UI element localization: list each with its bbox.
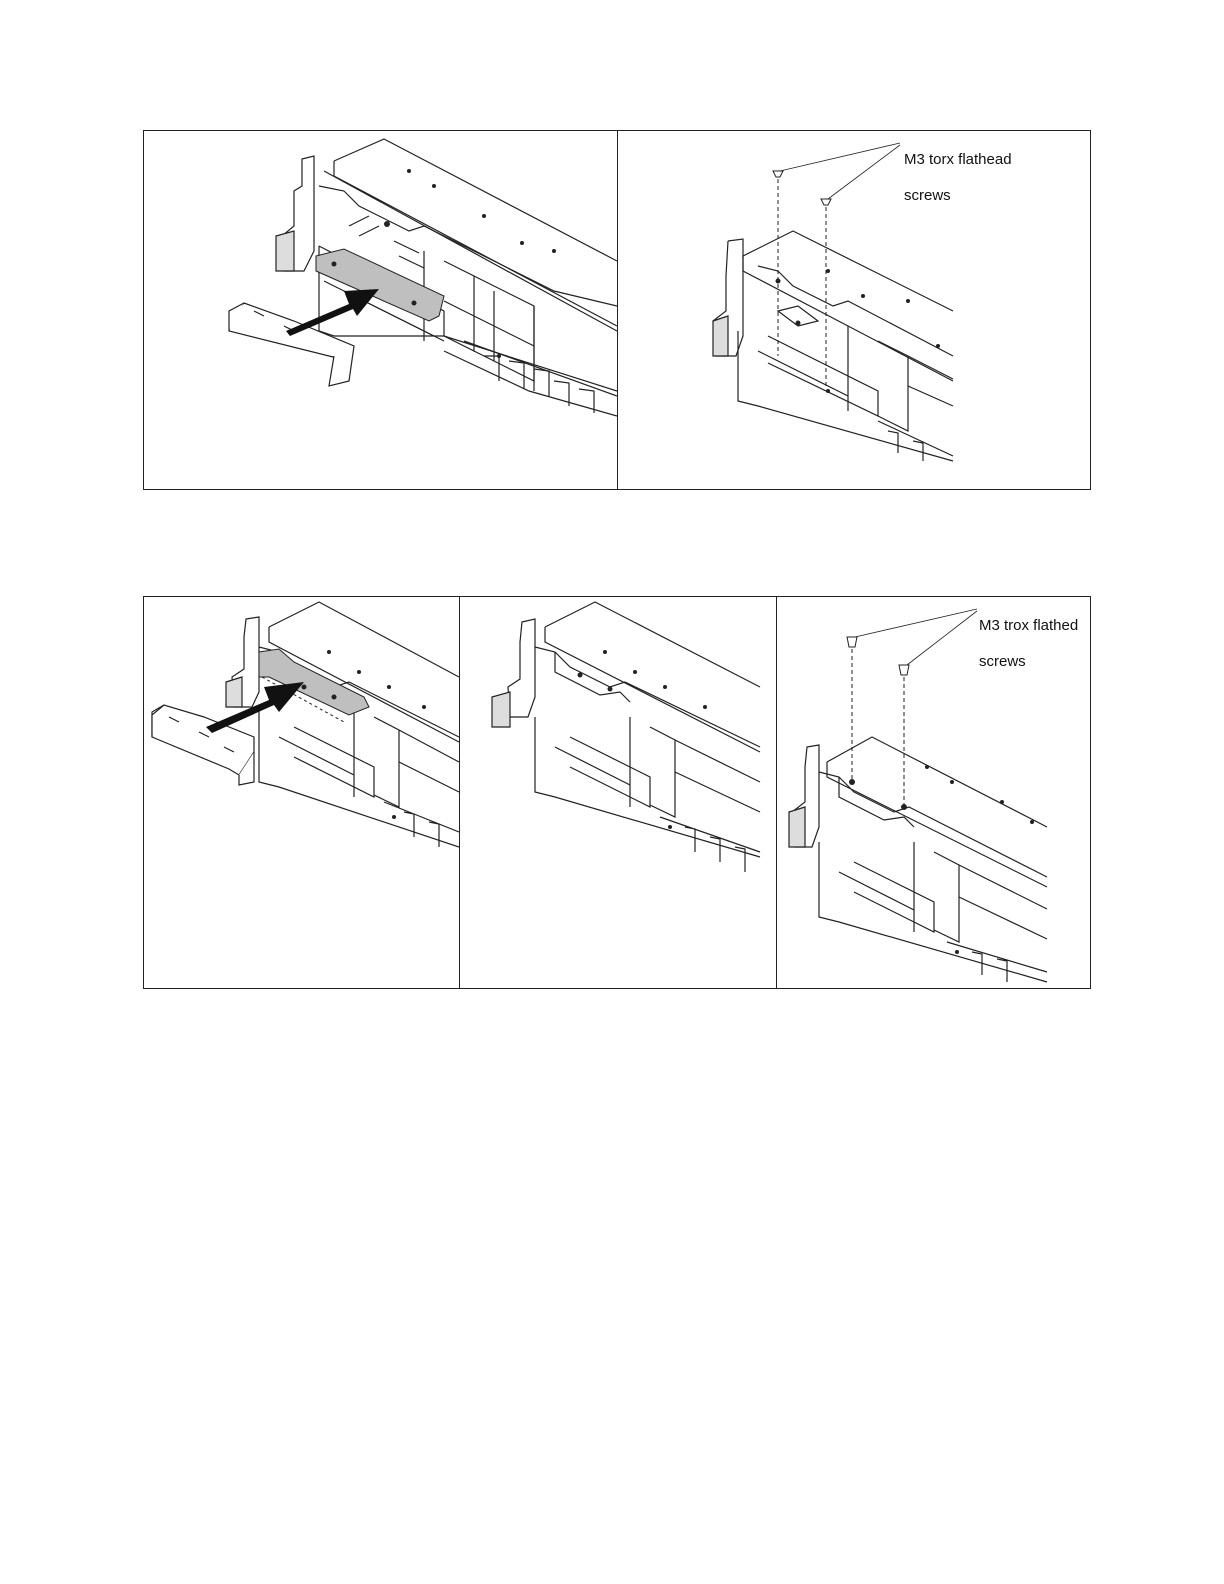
callout-line-2: screws — [904, 187, 951, 204]
figure-2-panel-install-screws: M3 trox flathed screws — [776, 597, 1090, 988]
server-chassis-drawing — [144, 131, 617, 489]
arrow-icon — [286, 289, 379, 336]
server-chassis-drawing — [460, 597, 776, 988]
leader-line — [780, 143, 900, 199]
figure-1: M3 torx flathead screws — [143, 130, 1091, 490]
figure-1-panel-install-screws: M3 torx flathead screws — [617, 131, 1090, 489]
figure-2: M3 trox flathed screws — [143, 596, 1091, 989]
figure-2-panel-bracket-seated — [459, 597, 776, 988]
screw-icon — [847, 637, 909, 675]
leader-line — [852, 649, 904, 805]
figure-1-panel-slide-bracket — [144, 131, 617, 489]
server-chassis-drawing — [144, 597, 459, 988]
arrow-icon — [206, 682, 304, 733]
callout-line-2: screws — [979, 653, 1026, 670]
screw-icon — [773, 171, 831, 205]
leader-line — [778, 179, 826, 386]
leader-line — [855, 609, 977, 665]
callout-line-1: M3 torx flathead — [904, 151, 1012, 168]
screws-callout-label: M3 torx flathead screws — [904, 133, 1012, 205]
screws-callout-label: M3 trox flathed screws — [979, 599, 1078, 671]
figure-2-panel-slide-bracket — [144, 597, 459, 988]
server-chassis-drawing — [618, 131, 1090, 489]
callout-line-1: M3 trox flathed — [979, 617, 1078, 634]
